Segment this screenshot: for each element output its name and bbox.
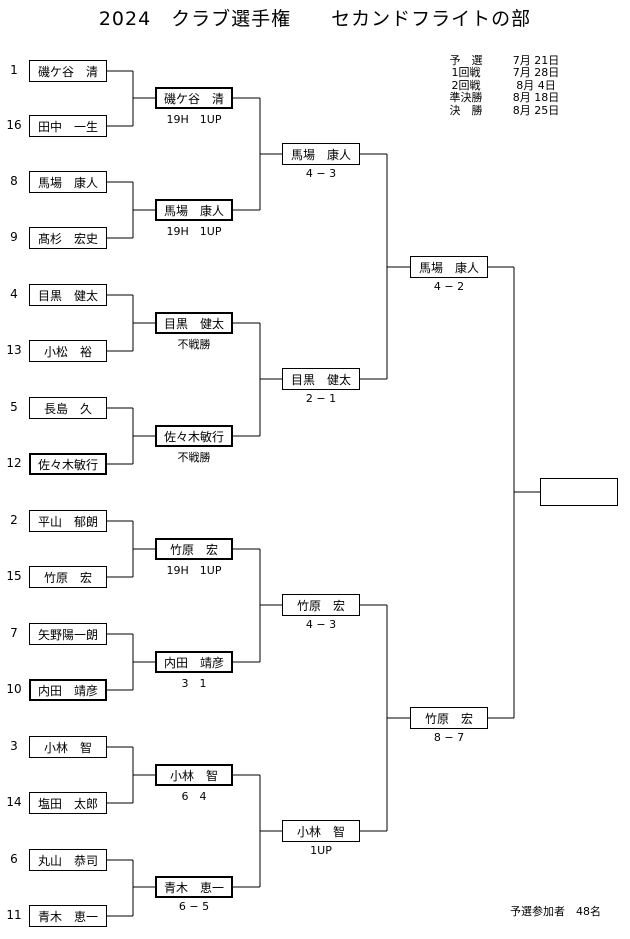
schedule-row: 決 勝 8月 25日 xyxy=(436,103,576,117)
round2-box: 磯ケ谷 清 xyxy=(155,87,233,109)
seed-number: 4 xyxy=(10,287,18,301)
match-score: 2 − 1 xyxy=(305,392,337,405)
round2-box: 佐々木敏行 xyxy=(155,425,233,447)
schedule-round: 決 勝 xyxy=(449,103,483,117)
schedule-round: 2回戦 xyxy=(451,78,481,92)
match-score: 3 1 xyxy=(181,677,207,690)
schedule-table: 予 選 7月 21日 1回戦 7月 28日 2回戦 8月 4日 準決勝 8月 1… xyxy=(436,54,576,117)
round2-box: 内田 靖彦 xyxy=(155,651,233,673)
schedule-date: 8月 25日 xyxy=(512,103,560,117)
seed-number: 2 xyxy=(10,513,18,527)
player-box: 馬場 康人 xyxy=(29,171,107,193)
seed-number: 5 xyxy=(10,400,18,414)
seed-number: 8 xyxy=(10,174,18,188)
champion-box xyxy=(540,478,618,506)
schedule-row: 2回戦 8月 4日 xyxy=(436,78,576,92)
player-box: 竹原 宏 xyxy=(29,566,107,588)
player-box: 田中 一生 xyxy=(29,115,107,137)
schedule-date: 7月 28日 xyxy=(512,66,560,80)
player-box: 矢野陽一朗 xyxy=(29,623,107,645)
match-score: 6 − 5 xyxy=(178,900,210,913)
seed-number: 14 xyxy=(6,795,22,809)
seed-number: 15 xyxy=(6,569,22,583)
player-box: 平山 郁朗 xyxy=(29,510,107,532)
participants-note: 予選参加者 48名 xyxy=(510,905,601,918)
quarterfinal-box: 竹原 宏 xyxy=(282,594,360,616)
round2-box: 小林 智 xyxy=(155,764,233,786)
schedule-date: 8月 18日 xyxy=(512,91,560,105)
player-box: 磯ケ谷 清 xyxy=(29,60,107,82)
match-score: 4 − 3 xyxy=(305,167,337,180)
match-score: 不戦勝 xyxy=(177,451,211,464)
schedule-round: 1回戦 xyxy=(451,66,481,80)
match-score: 6 4 xyxy=(181,790,207,803)
match-score: 8 − 7 xyxy=(433,731,465,744)
match-score: 4 − 2 xyxy=(433,280,465,293)
schedule-row: 予 選 7月 21日 xyxy=(436,54,576,67)
player-box: 青木 恵一 xyxy=(29,905,107,927)
match-score: 1UP xyxy=(310,844,332,857)
seed-number: 16 xyxy=(6,118,22,132)
player-box: 小松 裕 xyxy=(29,340,107,362)
quarterfinal-box: 目黒 健太 xyxy=(282,368,360,390)
match-score: 19H 1UP xyxy=(166,113,222,126)
match-score: 不戦勝 xyxy=(177,338,211,351)
round2-box: 目黒 健太 xyxy=(155,312,233,334)
round2-box: 青木 恵一 xyxy=(155,876,233,898)
player-box: 髙杉 宏史 xyxy=(29,227,107,249)
seed-number: 3 xyxy=(10,739,18,753)
seed-number: 7 xyxy=(10,626,18,640)
schedule-row: 1回戦 7月 28日 xyxy=(436,66,576,80)
player-box: 佐々木敏行 xyxy=(29,453,107,475)
semifinal-box: 馬場 康人 xyxy=(410,256,488,278)
schedule-round: 予 選 xyxy=(449,54,483,67)
player-box: 長島 久 xyxy=(29,397,107,419)
match-score: 19H 1UP xyxy=(166,225,222,238)
seed-number: 1 xyxy=(10,63,18,77)
match-score: 4 − 3 xyxy=(305,618,337,631)
player-box: 内田 靖彦 xyxy=(29,679,107,701)
seed-number: 11 xyxy=(6,908,22,922)
round2-box: 馬場 康人 xyxy=(155,199,233,221)
seed-number: 9 xyxy=(10,230,18,244)
player-box: 丸山 恭司 xyxy=(29,849,107,871)
seed-number: 13 xyxy=(6,343,22,357)
schedule-round: 準決勝 xyxy=(449,91,483,105)
player-box: 塩田 太郎 xyxy=(29,792,107,814)
round2-box: 竹原 宏 xyxy=(155,538,233,560)
seed-number: 6 xyxy=(10,852,18,866)
player-box: 小林 智 xyxy=(29,736,107,758)
schedule-row: 準決勝 8月 18日 xyxy=(436,91,576,105)
page-title: 2024 クラブ選手権 セカンドフライトの部 xyxy=(98,8,532,30)
quarterfinal-box: 小林 智 xyxy=(282,820,360,842)
match-score: 19H 1UP xyxy=(166,564,222,577)
quarterfinal-box: 馬場 康人 xyxy=(282,143,360,165)
seed-number: 10 xyxy=(6,682,22,696)
schedule-date: 8月 4日 xyxy=(516,78,556,92)
player-box: 目黒 健太 xyxy=(29,284,107,306)
semifinal-box: 竹原 宏 xyxy=(410,707,488,729)
schedule-date: 7月 21日 xyxy=(512,54,560,67)
seed-number: 12 xyxy=(6,456,22,470)
